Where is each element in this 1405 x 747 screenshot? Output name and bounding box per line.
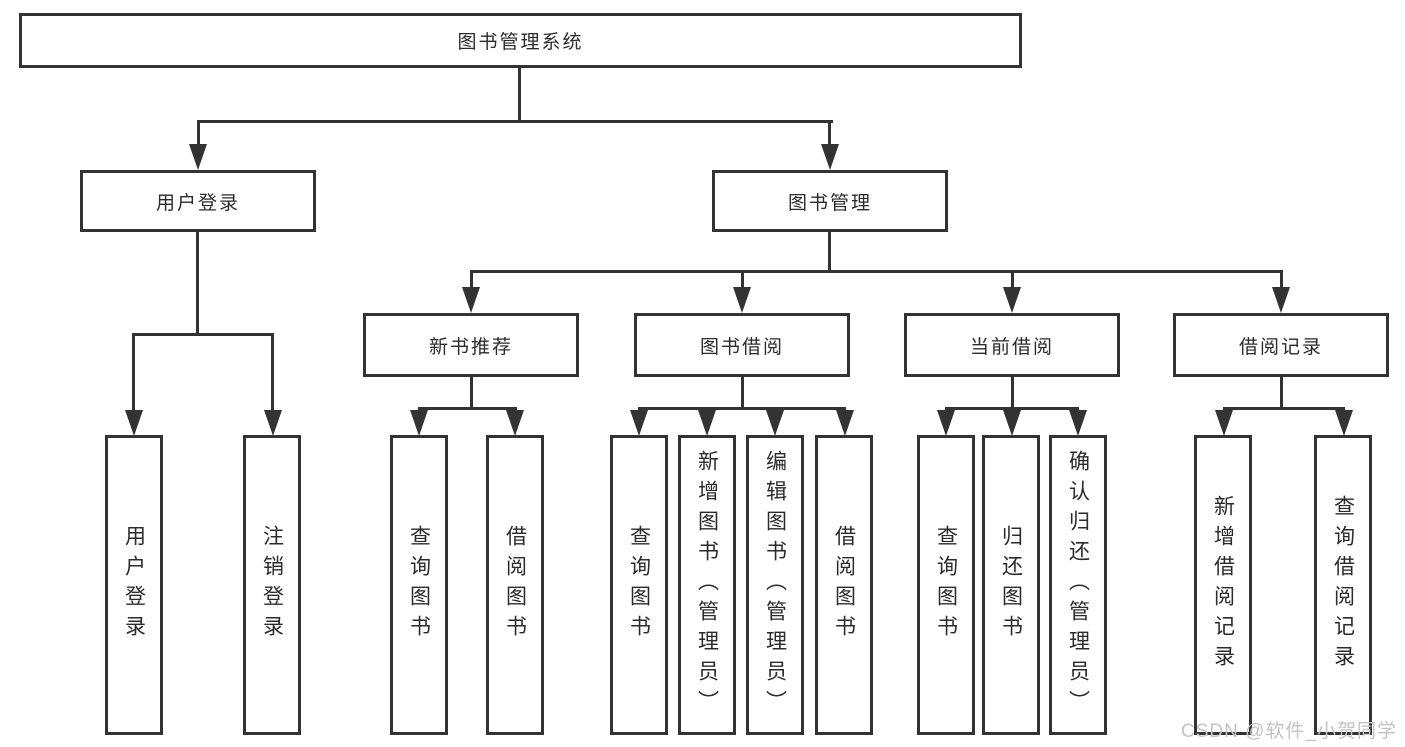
arrowhead-down-icon xyxy=(264,410,282,436)
node-root-label: 图书管理系统 xyxy=(457,32,584,53)
arrowhead-down-icon xyxy=(698,410,716,436)
connector-line xyxy=(470,270,1282,273)
node-user-login: 用户登录 xyxy=(80,170,316,232)
node-new-book-recommend: 新书推荐 xyxy=(363,313,579,377)
leaf-confirm-return-admin-label: 确认归还（管理员） xyxy=(1066,450,1090,720)
connector-line xyxy=(1011,270,1014,290)
connector-line xyxy=(1280,377,1283,409)
leaf-add-book-admin-label: 新增图书（管理员） xyxy=(695,450,719,720)
leaf-add-book-admin: 新增图书（管理员） xyxy=(678,435,736,735)
leaf-borrow-books: 借阅图书 xyxy=(815,435,873,735)
node-book-management-label: 图书管理 xyxy=(787,192,872,214)
leaf-borrow-books-label: 借阅图书 xyxy=(832,525,856,645)
leaf-edit-book-admin-label: 编辑图书（管理员） xyxy=(763,450,787,720)
arrowhead-down-icon xyxy=(1272,287,1290,313)
node-borrow-records: 借阅记录 xyxy=(1173,313,1389,377)
node-borrow-records-label: 借阅记录 xyxy=(1238,336,1323,358)
arrowhead-down-icon xyxy=(1003,410,1021,436)
connector-line xyxy=(271,333,274,410)
arrowhead-down-icon xyxy=(1215,410,1233,436)
arrowhead-down-icon xyxy=(410,410,428,436)
leaf-logout-label: 注销登录 xyxy=(260,525,284,645)
arrowhead-down-icon xyxy=(766,410,784,436)
arrowhead-down-icon xyxy=(125,410,143,436)
node-new-book-recommend-label: 新书推荐 xyxy=(428,336,513,358)
node-root: 图书管理系统 xyxy=(19,13,1022,68)
node-user-login-label: 用户登录 xyxy=(155,192,240,214)
leaf-query-books-current-label: 查询图书 xyxy=(934,525,958,645)
connector-line xyxy=(470,270,473,290)
connector-line xyxy=(828,232,831,273)
leaf-query-books-current: 查询图书 xyxy=(917,435,975,735)
leaf-borrow-books-recommend: 借阅图书 xyxy=(486,435,544,735)
node-current-borrow-label: 当前借阅 xyxy=(969,336,1054,358)
leaf-add-borrow-record-label: 新增借阅记录 xyxy=(1211,495,1235,675)
connector-line xyxy=(1280,270,1283,290)
connector-line xyxy=(197,120,833,123)
leaf-confirm-return-admin: 确认归还（管理员） xyxy=(1049,435,1107,735)
leaf-query-borrow-record-label: 查询借阅记录 xyxy=(1331,495,1355,675)
connector-line xyxy=(638,407,846,410)
connector-line xyxy=(197,120,200,146)
leaf-query-books-borrow-label: 查询图书 xyxy=(627,525,651,645)
arrowhead-down-icon xyxy=(821,144,839,170)
connector-line xyxy=(945,407,1079,410)
connector-line xyxy=(418,407,517,410)
connector-line xyxy=(1011,377,1014,409)
leaf-query-books-borrow: 查询图书 xyxy=(610,435,668,735)
leaf-query-books-recommend: 查询图书 xyxy=(390,435,448,735)
connector-line xyxy=(1223,407,1345,410)
node-book-borrow-label: 图书借阅 xyxy=(699,336,784,358)
connector-line xyxy=(196,232,199,336)
connector-line xyxy=(132,333,135,410)
leaf-query-borrow-record: 查询借阅记录 xyxy=(1314,435,1372,735)
connector-line xyxy=(132,333,274,336)
arrowhead-down-icon xyxy=(506,410,524,436)
leaf-return-books-label: 归还图书 xyxy=(999,525,1023,645)
arrowhead-down-icon xyxy=(836,410,854,436)
leaf-query-books-recommend-label: 查询图书 xyxy=(407,525,431,645)
leaf-logout: 注销登录 xyxy=(243,435,301,735)
node-book-management: 图书管理 xyxy=(712,170,948,232)
arrowhead-down-icon xyxy=(1069,410,1087,436)
arrowhead-down-icon xyxy=(1003,287,1021,313)
node-book-borrow: 图书借阅 xyxy=(634,313,850,377)
arrowhead-down-icon xyxy=(630,410,648,436)
connector-line xyxy=(828,120,831,146)
leaf-return-books: 归还图书 xyxy=(982,435,1040,735)
connector-line xyxy=(741,270,744,290)
arrowhead-down-icon xyxy=(462,287,480,313)
watermark: CSDN @软件_小贺同学 xyxy=(1181,721,1397,742)
connector-line xyxy=(741,377,744,409)
connector-line xyxy=(518,68,521,122)
leaf-user-login: 用户登录 xyxy=(105,435,163,735)
arrowhead-down-icon xyxy=(733,287,751,313)
node-current-borrow: 当前借阅 xyxy=(904,313,1120,377)
arrowhead-down-icon xyxy=(189,144,207,170)
arrowhead-down-icon xyxy=(1335,410,1353,436)
arrowhead-down-icon xyxy=(937,410,955,436)
leaf-add-borrow-record: 新增借阅记录 xyxy=(1194,435,1252,735)
leaf-edit-book-admin: 编辑图书（管理员） xyxy=(746,435,804,735)
connector-line xyxy=(470,377,473,409)
leaf-user-login-label: 用户登录 xyxy=(122,525,146,645)
leaf-borrow-books-recommend-label: 借阅图书 xyxy=(503,525,527,645)
